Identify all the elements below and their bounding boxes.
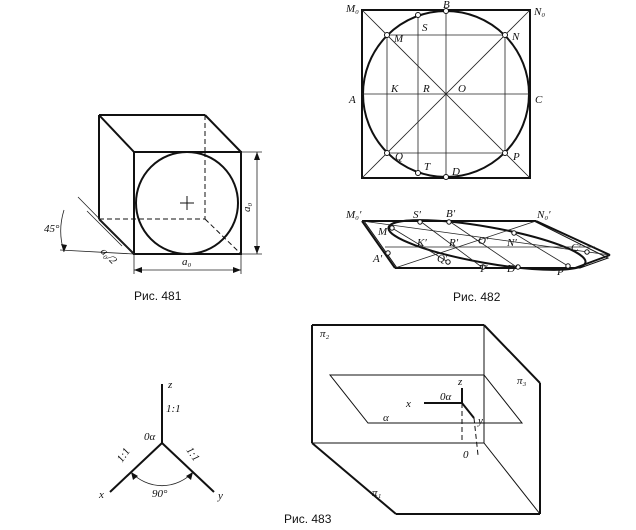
label-inner-origin: 0α [440,391,452,403]
label-o: 0 [463,449,469,461]
label-inner-y: y [477,415,483,427]
label-inner-x: x [405,398,411,410]
label-90: 90° [152,488,168,500]
label-N-iso: N′ [506,237,517,249]
angle-90-arc [130,471,194,486]
label-M: M [393,33,404,45]
fig483-axes: z 1:1 0α 1:1 1:1 90° x y [98,379,223,502]
label-N0-iso: N₀′ [536,209,551,221]
cube-connector-tr [204,114,242,153]
label-D-iso: D′ [506,263,518,275]
label-edge-bottom: a₀ [182,256,192,268]
label-origin: 0α [144,431,156,443]
label-Q-iso: Q′ [437,253,448,265]
axis-y [161,442,215,493]
label-pi1: π₁ [372,487,382,499]
label-T: T [424,161,431,173]
label-z: z [167,379,173,391]
label-D: D [451,166,460,178]
label-alpha: α [383,412,389,424]
label-half-edge: a₀/2 [98,246,119,267]
fig482-square: M₀ B N₀ S M N A K R O C Q T D P [345,0,545,180]
inscribed-circle [135,151,239,255]
label-scale-x: 1:1 [115,446,133,465]
label-A: A [348,94,356,106]
ellipse-iso [387,219,587,271]
label-C: C [535,94,543,106]
label-Q: Q [395,151,403,163]
label-B: B [443,0,450,11]
label-O: O [458,83,466,95]
label-edge-side: a₀ [241,203,253,213]
caption-fig482: Рис. 482 [453,290,501,304]
fig481-cube: a₀ a₀ 45° a₀/2 Рис. 481 [44,114,262,303]
label-K: K [390,83,399,95]
label-M0: M₀ [345,3,359,15]
label-O-iso: O′ [478,235,489,247]
label-scale-z: 1:1 [166,403,181,415]
label-B-iso: B′ [446,208,456,220]
label-scale-y: 1:1 [184,445,202,464]
label-pi2: π₂ [320,328,330,340]
label-P-iso: P′ [556,266,567,278]
axis-x [109,442,163,493]
label-K-iso: K′ [416,237,427,249]
caption-fig483: Рис. 483 [284,512,332,526]
plane-alpha [328,374,524,424]
label-S-iso: S′ [413,209,422,221]
label-R: R [422,83,430,95]
label-M0-iso: M₀′ [345,209,362,221]
label-R-iso: R′ [448,237,459,249]
label-angle-45: 45° [44,223,60,235]
label-S: S [422,22,428,34]
label-C-iso: C′ [571,242,581,254]
label-N0: N₀ [533,6,545,18]
cube-connector-tl [98,114,135,153]
label-A-iso: A′ [372,253,383,265]
label-pi3: π₃ [517,375,527,387]
label-P: P [512,151,520,163]
label-T-iso: T′ [479,263,488,275]
label-inner-z: z [457,376,463,388]
label-x: x [98,489,104,501]
label-N: N [511,31,520,43]
label-y: y [217,490,223,502]
caption-fig481: Рис. 481 [134,289,182,303]
label-M-iso: M′ [377,226,390,238]
fig483-planes: π₂ π₃ π₁ α x z 0α y 0 Рис. 483 [284,324,541,526]
fig482-axonometric: M₀′ S′ B′ N₀′ M′ K′ R′ O′ N′ C′ A′ Q′ T′… [345,208,611,304]
